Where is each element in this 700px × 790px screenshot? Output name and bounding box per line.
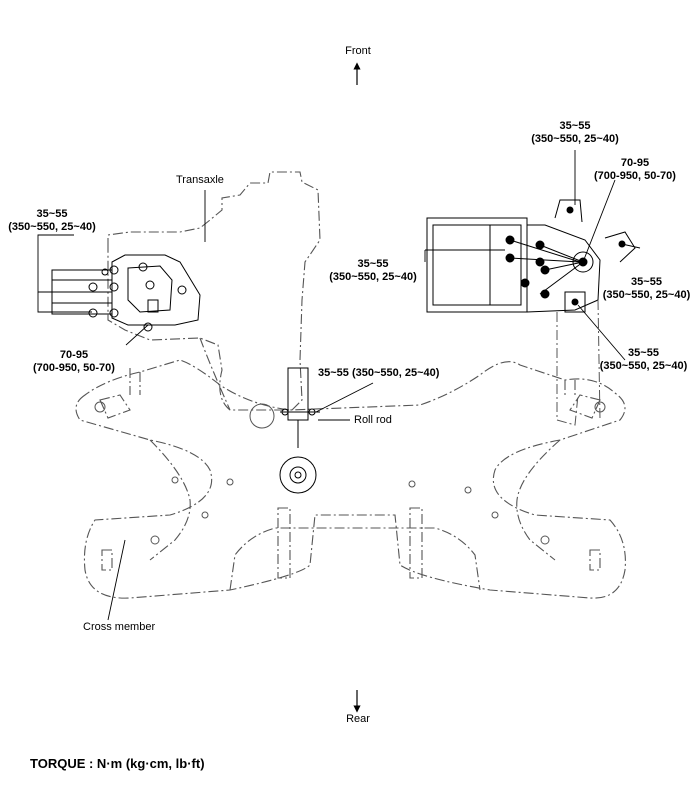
torque-callout-engine-mount-side: 35~55 (350~550, 25~40) [593,276,700,302]
torque-value: 35~55 [631,276,662,288]
torque-callout-engine-mount-top: 35~55 (350~550, 25~40) [520,120,630,146]
torque-detail: (700-950, 50-70) [33,362,115,374]
cross-member-label: Cross member [83,621,156,633]
torque-callout-roll-rod: 35~55 (350~550, 25~40) [318,367,440,379]
roll-rod [279,367,320,494]
front-label: Front [345,45,371,57]
torque-value: 35~55 [559,120,591,132]
rear-label: Rear [346,713,370,725]
torque-callout-engine-mount-lower: 35~55 (350~550, 25~40) [590,347,697,373]
torque-value: 70-95 [59,349,89,361]
torque-detail: (350~550, 25~40) [602,289,691,301]
torque-callout-transaxle-mount: 70-95 (700-950, 50-70) [24,349,124,375]
engine-mount-bolts [505,206,626,306]
transaxle-outline [107,171,321,411]
leader-lines [37,150,641,621]
torque-callout-transaxle-bolts: 35~55 (350~550, 25~40) [2,208,102,234]
torque-detail: (350~550, 25~40) [599,360,688,372]
transaxle-mount [51,254,201,332]
torque-detail: (350~550, 25~40) [8,221,96,233]
torque-value: 35~55 [628,347,659,359]
torque-units-note: TORQUE : N·m (kg·cm, lb·ft) [30,756,205,771]
torque-value: 70-95 [620,157,650,169]
torque-detail: (350~550, 25~40) [531,133,619,145]
torque-detail: (350~550, 25~40) [329,271,417,283]
torque-callout-engine-mount-bracket: 35~55 (350~550, 25~40) [320,258,426,284]
roll-rod-label: Roll rod [354,414,392,426]
engine-mount-lower [556,299,601,426]
transaxle-label: Transaxle [176,174,224,186]
torque-value: 35~55 [36,208,68,220]
torque-detail: (700-950, 50-70) [594,170,676,182]
engine-mount [426,199,636,313]
torque-callout-engine-mount-center: 70-95 (700-950, 50-70) [580,157,690,183]
cross-member [75,359,626,599]
torque-value: 35~55 [357,258,389,270]
